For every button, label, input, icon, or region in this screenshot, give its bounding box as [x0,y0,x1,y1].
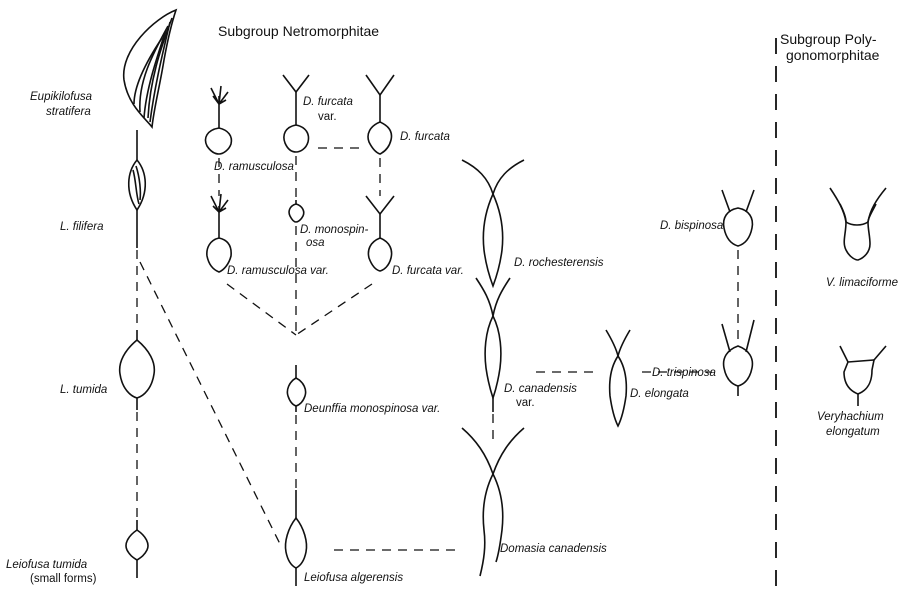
label-d-bispinosa: D. bispinosa [660,220,723,232]
label-eupikilofusa: Eupikilofusa [30,91,92,103]
label-veryhachium: Veryhachium [817,411,884,423]
label-leiofusa-tumida: Leiofusa tumida [6,559,87,571]
d-ramusculosa-var-figure [206,193,232,273]
label-stratifera: stratifera [46,106,91,118]
l-tumida-body [118,338,156,399]
d-bispinosa-figure [721,189,755,247]
l-filifera-stripe [132,165,142,205]
header-polygonomorphitae-line1: Subgroup Poly- [780,31,877,47]
label-d-furcata: D. furcata [400,131,450,143]
link-ramusculosa-var-to-deunffia [226,283,297,336]
veryhachium-figure [839,345,887,406]
label-d-furcata-var: D. furcata var. [392,265,464,277]
label-d-trispinosa: D. trispinosa [652,367,716,379]
header-netromorphitae: Subgroup Netromorphitae [218,23,379,39]
d-ramusculosa-figure [204,85,233,155]
d-trispinosa-figure [721,319,755,396]
d-canadensis-var-figure [475,277,511,412]
eupikilofusa-stratifera-figure [123,8,178,130]
label-d-monospinosa-1: D. monospin- [300,224,369,236]
label-d-furcata-var-top: D. furcata [303,96,353,108]
leiofusa-algerensis-figure [284,490,308,586]
label-elongatum: elongatum [826,426,880,438]
label-d-canadensis: D. canadensis [504,383,577,395]
label-domasia-canadensis: Domasia canadensis [500,543,607,555]
label-d-ramusculosa: D. ramusculosa [214,161,294,173]
domasia-canadensis-figure [461,427,525,577]
d-elongata-figure [605,329,631,428]
label-leiofusa-algerensis: Leiofusa algerensis [304,572,403,584]
leiofusa-tumida-body [125,529,149,561]
label-d-furcata-var-top-var: var. [318,111,337,123]
label-l-tumida: L. tumida [60,384,107,396]
label-v-limaciforme: V. limaciforme [826,277,898,289]
label-l-filifera: L. filifera [60,221,103,233]
d-rochesterensis-figure [461,159,525,289]
link-filifera-algerensis [139,261,283,549]
label-d-elongata: D. elongata [630,388,689,400]
label-d-canadensis-var: var. [516,397,535,409]
link-furcata-var-to-deunffia [295,283,373,336]
d-furcata-figure [365,74,395,155]
label-small-forms: (small forms) [30,573,97,585]
label-d-ramusculosa-var: D. ramusculosa var. [227,265,329,277]
d-furcata-var-figure [365,195,395,272]
d-monospinosa-figure [288,200,305,223]
deunffia-figure [286,365,307,412]
label-d-monospinosa-2: osa [306,237,325,249]
d-furcata-var-top-figure [282,74,310,153]
label-deunffia: Deunffia monospinosa var. [304,403,440,415]
header-polygonomorphitae-line2: gonomorphitae [786,47,880,63]
v-limaciforme-figure [829,187,887,261]
label-d-rochesterensis: D. rochesterensis [514,257,604,269]
